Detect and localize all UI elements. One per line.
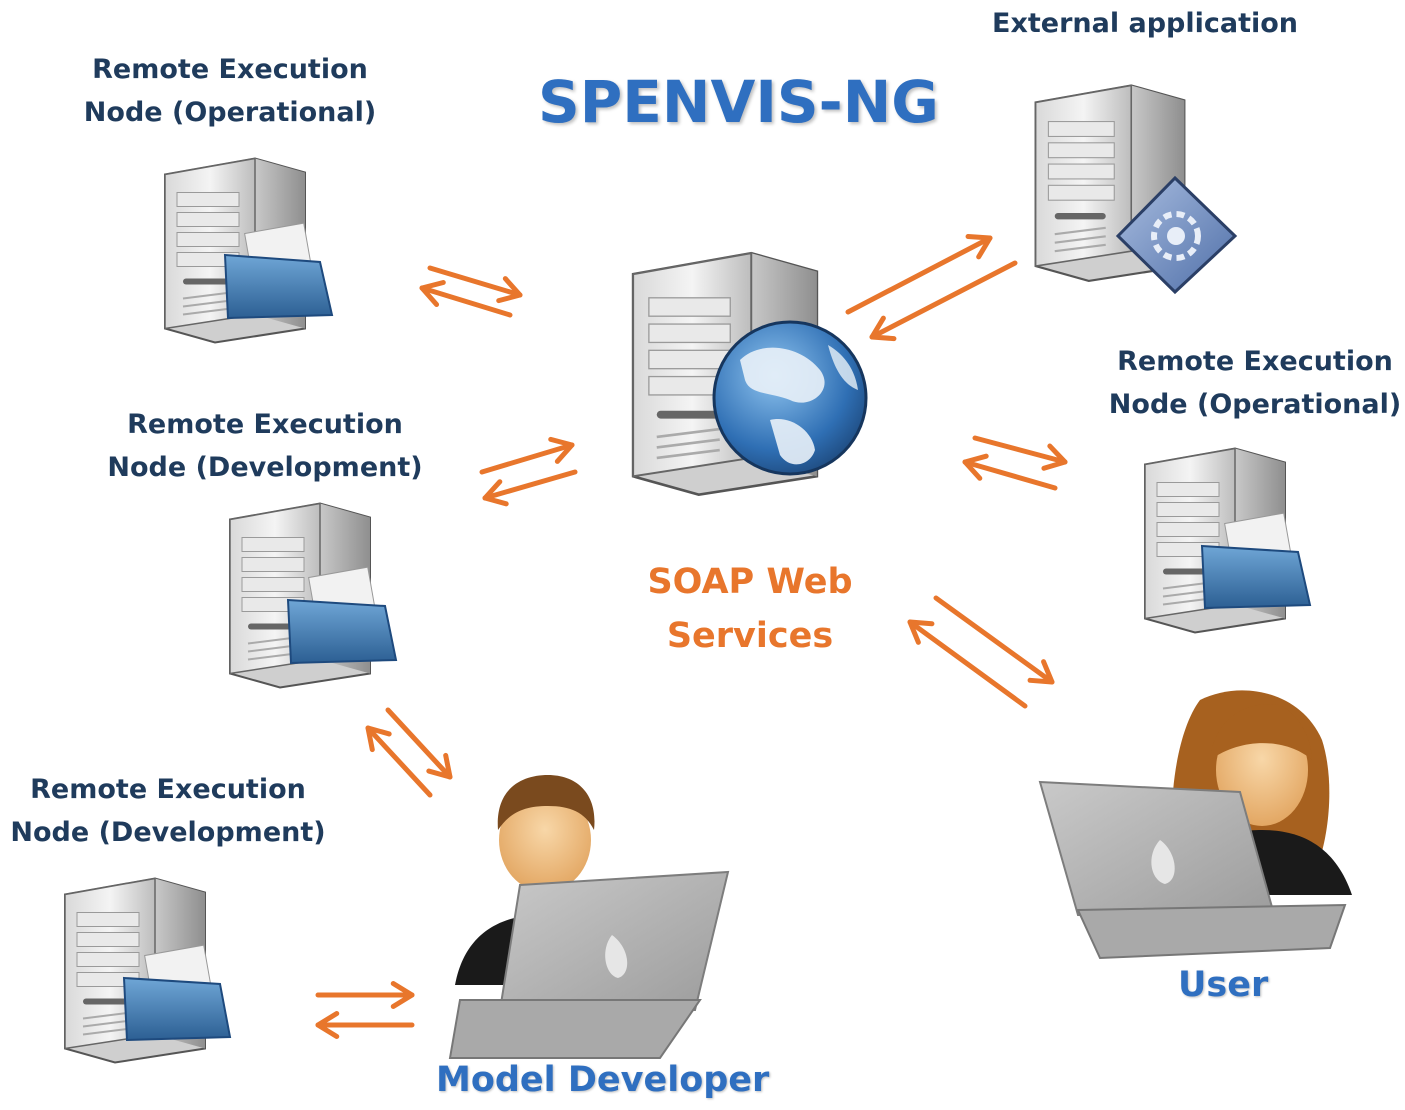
arrow-ext-app-forward-shaft [845, 235, 993, 315]
op-right-label-line1: Remote Execution [1117, 346, 1393, 377]
arrow-op-left-back-shaft [419, 285, 513, 318]
dev-mid-label-line1: Remote Execution [127, 409, 403, 440]
arrow-dev-mid-back-shaft [482, 469, 578, 501]
arrow-user-forward-shaft [933, 595, 1055, 685]
arrow-op-right-back-shaft [962, 459, 1058, 491]
op-left-label-line2: Node (Operational) [83, 97, 377, 128]
user-label: User [1178, 965, 1269, 1005]
dev-low-server-icon [63, 877, 232, 1064]
arrow-dev-dev-forward-head [426, 752, 453, 780]
op-left-label: Remote Execution Node (Operational) [80, 48, 380, 134]
op-left-server-icon [163, 157, 334, 344]
arrow-user-back-shaft [907, 619, 1028, 709]
model-developer-icon [448, 775, 730, 1059]
globe-icon [712, 320, 868, 476]
arrow-dev-mid-forward-shaft [479, 442, 575, 475]
soap-label: SOAP Web Services [620, 555, 880, 663]
arrow-ext-app-back-shaft [869, 260, 1018, 340]
soap-server-icon [631, 251, 868, 497]
arrow-dev-low-back-head [315, 1011, 340, 1039]
arrow-op-right-back-head [962, 453, 989, 481]
gear-diamond-icon [1115, 175, 1238, 295]
soap-label-line1: SOAP Web [647, 562, 853, 602]
arrows-group [315, 233, 1068, 1039]
arrow-dev-dev-forward-shaft [385, 707, 453, 780]
folder-icon [1200, 512, 1312, 610]
arrow-dev-mid-forward-head [548, 436, 575, 464]
external-app-label: External application [992, 2, 1299, 45]
arrow-dev-low-forward-head [390, 981, 415, 1009]
arrow-op-left-back-head [419, 280, 446, 307]
arrow-op-right-forward-shaft [972, 435, 1068, 465]
dev-mid-server-icon [228, 502, 398, 689]
diagram-title: SPENVIS-NG [538, 68, 939, 136]
user-icon [1038, 690, 1352, 960]
folder-icon [122, 944, 232, 1042]
op-right-label-line2: Node (Operational) [1108, 389, 1402, 420]
arrow-op-left-forward-head [496, 276, 523, 304]
dev-low-label-line2: Node (Development) [10, 817, 326, 848]
model-developer-label: Model Developer [436, 1060, 770, 1100]
arrow-dev-dev-back-head [365, 725, 392, 753]
dev-mid-label: Remote Execution Node (Development) [105, 403, 425, 489]
folder-icon [286, 566, 398, 665]
arrow-ext-app-forward-head [965, 233, 993, 260]
external-app-server-icon [1034, 84, 1238, 295]
op-right-label: Remote Execution Node (Operational) [1105, 340, 1405, 426]
arrow-ext-app-back-head [869, 315, 897, 342]
arrow-dev-mid-back-head [482, 479, 509, 507]
dev-low-label: Remote Execution Node (Development) [8, 768, 328, 854]
arrow-dev-dev-back-shaft [365, 725, 433, 798]
arrow-user-back-head [907, 619, 935, 645]
op-right-server-icon [1143, 447, 1312, 634]
soap-label-line2: Services [666, 616, 834, 656]
folder-icon [223, 222, 334, 320]
arrow-user-forward-head [1027, 659, 1055, 685]
arrow-op-left-forward-shaft [427, 265, 523, 298]
external-app-label-text: External application [992, 8, 1299, 39]
op-left-label-line1: Remote Execution [92, 54, 368, 85]
dev-low-label-line1: Remote Execution [30, 774, 306, 805]
arrow-op-right-forward-head [1041, 443, 1068, 471]
dev-mid-label-line2: Node (Development) [107, 452, 423, 483]
